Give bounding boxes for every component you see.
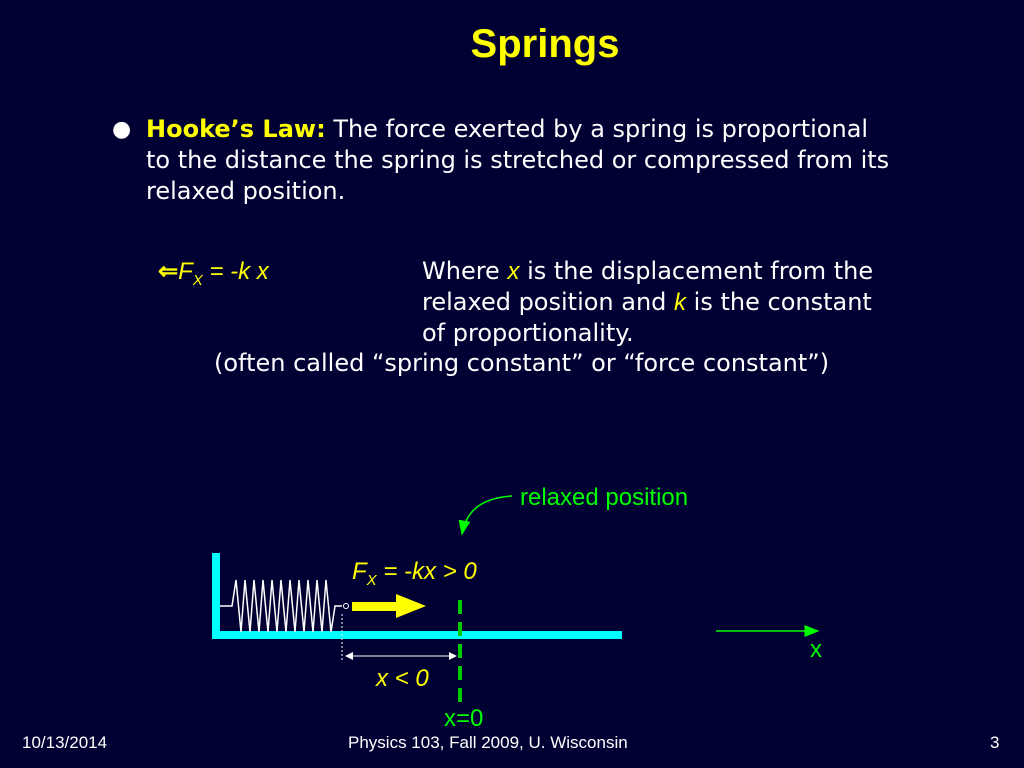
force-label-f: F [352, 558, 367, 585]
force-label-sub: X [366, 571, 377, 589]
explanation-part1: Where [422, 257, 508, 285]
relaxed-pointer [458, 495, 513, 536]
explanation-part2: is the displacement from the relaxed pos… [422, 257, 874, 316]
law-label: Hooke’s Law: [146, 115, 326, 143]
formula-sub: X [192, 271, 203, 289]
displacement-label: x < 0 [376, 665, 429, 692]
law-description: The force exerted by a spring is proport… [146, 115, 890, 205]
floor [212, 631, 622, 639]
left-arrow-icon: ⇐ [158, 258, 179, 285]
origin-label: x=0 [444, 705, 484, 732]
spring-constant-note: (often called “spring constant” or “forc… [214, 349, 830, 377]
spring [220, 579, 342, 633]
formula-f: F [178, 258, 193, 285]
force-label: FX = -kx > 0 [352, 558, 477, 589]
footer-page-number: 3 [990, 733, 1000, 752]
spring-end [343, 603, 349, 609]
wall [212, 553, 220, 639]
formula-rhs: = -k x [202, 258, 269, 285]
force-label-rhs: = -kx > 0 [376, 558, 477, 585]
formula-explanation: Where x is the displacement from the rel… [422, 256, 902, 349]
relaxed-position-label: relaxed position [520, 484, 689, 511]
footer-date: 10/13/2014 [22, 733, 108, 752]
slide-title: Springs [470, 22, 620, 66]
force-arrow-shaft [352, 602, 398, 611]
bullet-text: Hooke’s Law: The force exerted by a spri… [146, 114, 892, 207]
explanation-part3: is the constant of proportionality. [422, 288, 872, 347]
explanation-x: x [507, 258, 520, 285]
explanation-k: k [674, 289, 687, 316]
force-arrow-head [396, 594, 426, 618]
hookes-law-formula: ⇐FX = -k x [158, 257, 269, 289]
bullet-dot-icon: ● [112, 117, 132, 142]
x-axis-label: x [810, 636, 822, 663]
footer-course: Physics 103, Fall 2009, U. Wisconsin [348, 733, 628, 752]
bullet-hookes-law: ● Hooke’s Law: The force exerted by a sp… [112, 114, 892, 207]
